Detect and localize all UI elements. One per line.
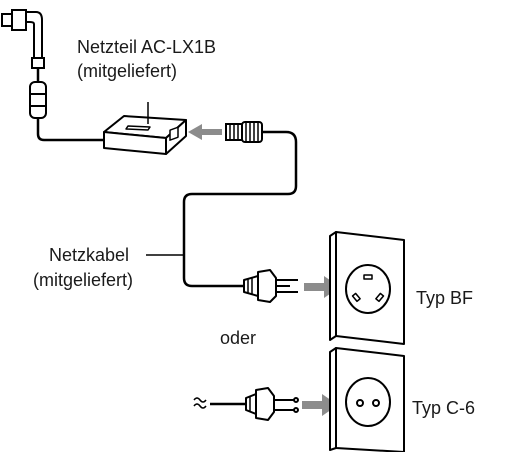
power-cord-connector-icon	[225, 121, 263, 143]
oder-label: oder	[220, 328, 256, 348]
type-bf-label: Typ BF	[416, 288, 473, 308]
cable-break-icon	[193, 397, 207, 409]
ac-adapter-icon	[103, 115, 187, 155]
insertion-arrow-icon	[188, 124, 222, 140]
adapter-output-cable	[36, 118, 108, 142]
cable-label-line1: Netzkabel	[49, 245, 129, 265]
c6-socket-icon	[329, 347, 405, 453]
cable-label-line2: (mitgeliefert)	[33, 270, 133, 290]
adapter-label-line2: (mitgeliefert)	[77, 61, 177, 81]
power-cord	[182, 130, 298, 288]
ferrite-core-icon	[29, 81, 47, 119]
bf-plug-icon	[243, 269, 298, 303]
type-c6-label: Typ C-6	[412, 398, 475, 418]
dc-plug-icon	[1, 9, 45, 69]
c6-plug-icon	[245, 387, 299, 421]
bf-socket-icon	[329, 231, 405, 345]
adapter-label-line1: Netzteil AC-LX1B	[77, 37, 216, 57]
